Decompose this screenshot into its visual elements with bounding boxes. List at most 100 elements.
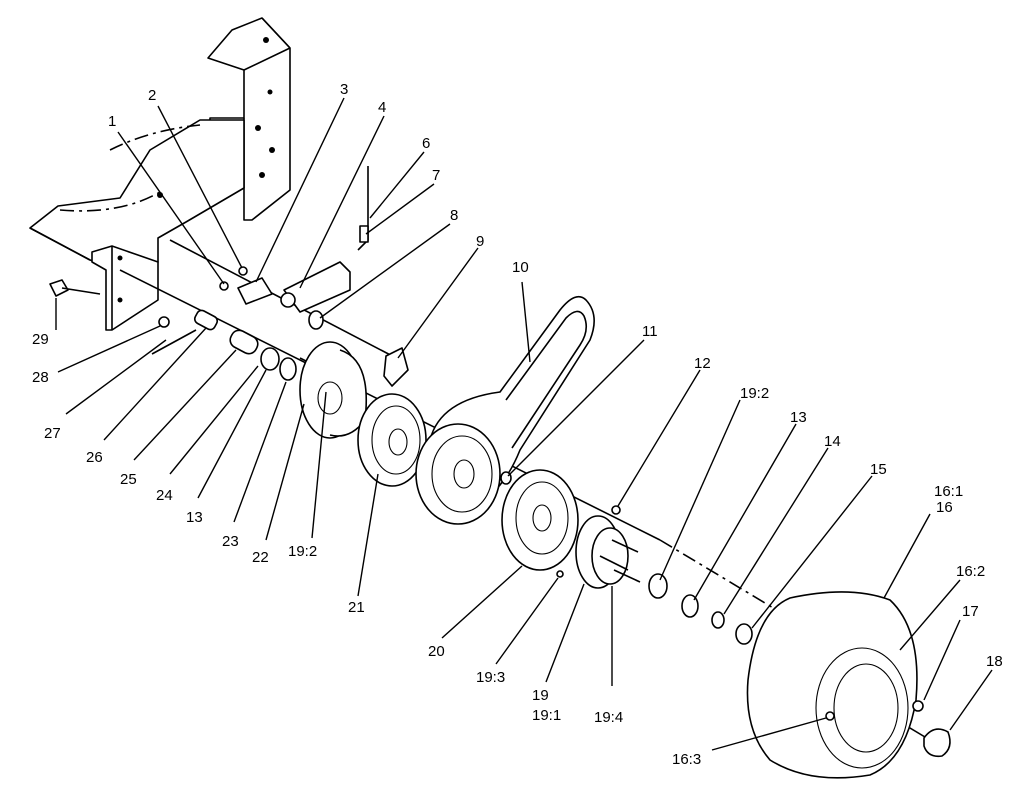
leader-13a [693,423,797,601]
callout-19-1: 19:1 [532,707,561,724]
pulley-bore [453,459,475,489]
leader-11 [507,339,645,477]
callout-16: 16 [936,499,953,516]
leader-24 [169,365,259,475]
callout-1: 1 [108,113,116,130]
shield-hub [317,381,343,415]
leader-8 [319,223,451,319]
part-21-pulley-bore [388,428,408,456]
frame-hidden-edge [59,124,201,212]
leader-21 [357,473,379,597]
frame-hole [269,147,275,153]
callout-19-3: 19:3 [476,669,505,686]
leader-18 [949,669,993,731]
callout-12: 12 [694,355,711,372]
leader-7 [365,183,435,235]
part-29-bolt [49,279,101,297]
leader-20 [441,565,523,639]
callout-19-4: 19:4 [594,709,623,726]
callout-21: 21 [348,599,365,616]
frame-lower-bracket [91,245,159,331]
callout-4: 4 [378,99,386,116]
leader-22 [265,403,305,541]
leader-25 [133,349,237,461]
right-bearings [648,573,753,645]
part-28-nut [158,316,170,328]
leader-3 [255,97,345,283]
part-8-washer [308,310,324,330]
part-7-clip [359,225,369,243]
frame-hole [255,125,261,131]
part-20-pulley-bore [532,504,552,532]
part-19-2-cup [648,573,668,599]
part-16-1-rim-inner [833,663,899,753]
pulley-21 [357,393,427,487]
belt-inner-edge [505,310,588,449]
leader-4 [299,115,385,289]
frame-assembly [29,17,291,331]
frame-hole [117,297,123,303]
callout-11: 11 [642,323,658,340]
callout-23: 23 [222,533,239,550]
leader-19-3 [495,577,559,665]
callout-16-1: 16:1 [934,483,963,500]
part-24-seal [260,347,280,371]
part-25-bushing [229,329,259,355]
part-19-4-hub [591,527,629,585]
part-26-spacer [193,309,219,331]
leader-10 [521,281,531,363]
callout-2: 2 [148,87,156,104]
hub-studs [599,539,641,583]
leader-19-2a [659,399,741,581]
leader-13b [197,369,267,499]
leader-lines [57,97,993,751]
leader-19-2b [311,391,327,539]
leader-28 [57,325,161,373]
wheel-assembly [746,591,951,779]
callout-20: 20 [428,643,445,660]
part-15-nut [735,623,753,645]
part-12-nut [611,505,621,515]
callout-labels: 1 2 3 4 6 7 8 9 10 11 12 19:2 13 14 15 1… [32,81,1003,768]
frame-hole [117,255,123,261]
part-18-cap [923,728,951,758]
callout-17: 17 [962,603,979,620]
frame-hole [263,37,269,43]
callout-13a: 13 [790,409,807,426]
part-1-washer [219,281,229,291]
callout-8: 8 [450,207,458,224]
part-27-pin [151,329,197,355]
leader-19 [545,583,585,683]
belt-pulley-assembly [415,295,595,525]
callout-18: 18 [986,653,1003,670]
part-2-washer [238,266,248,276]
brake-shield [299,341,368,439]
leader-14 [723,447,829,615]
leader-12 [617,369,701,507]
leader-15 [751,475,873,629]
callout-3: 3 [340,81,348,98]
frame-body [29,119,245,267]
part-14-washer [711,611,725,629]
callout-6: 6 [422,135,430,152]
callout-29: 29 [32,331,49,348]
leader-26 [103,327,207,441]
leader-9 [397,247,479,359]
part-4-arm-pivot [280,292,296,308]
callout-10: 10 [512,259,529,276]
callout-7: 7 [432,167,440,184]
callout-19-2a: 19:2 [740,385,769,402]
frame-hole [267,89,273,95]
axle-extension-line [659,539,781,613]
frame-lower-edge [29,227,113,330]
callout-19: 19 [532,687,549,704]
callout-24: 24 [156,487,173,504]
callout-22: 22 [252,549,269,566]
part-13-bearing-right [681,594,699,618]
leader-2 [157,105,243,269]
leader-27 [65,339,167,415]
callout-28: 28 [32,369,49,386]
frame-hole [259,172,265,178]
